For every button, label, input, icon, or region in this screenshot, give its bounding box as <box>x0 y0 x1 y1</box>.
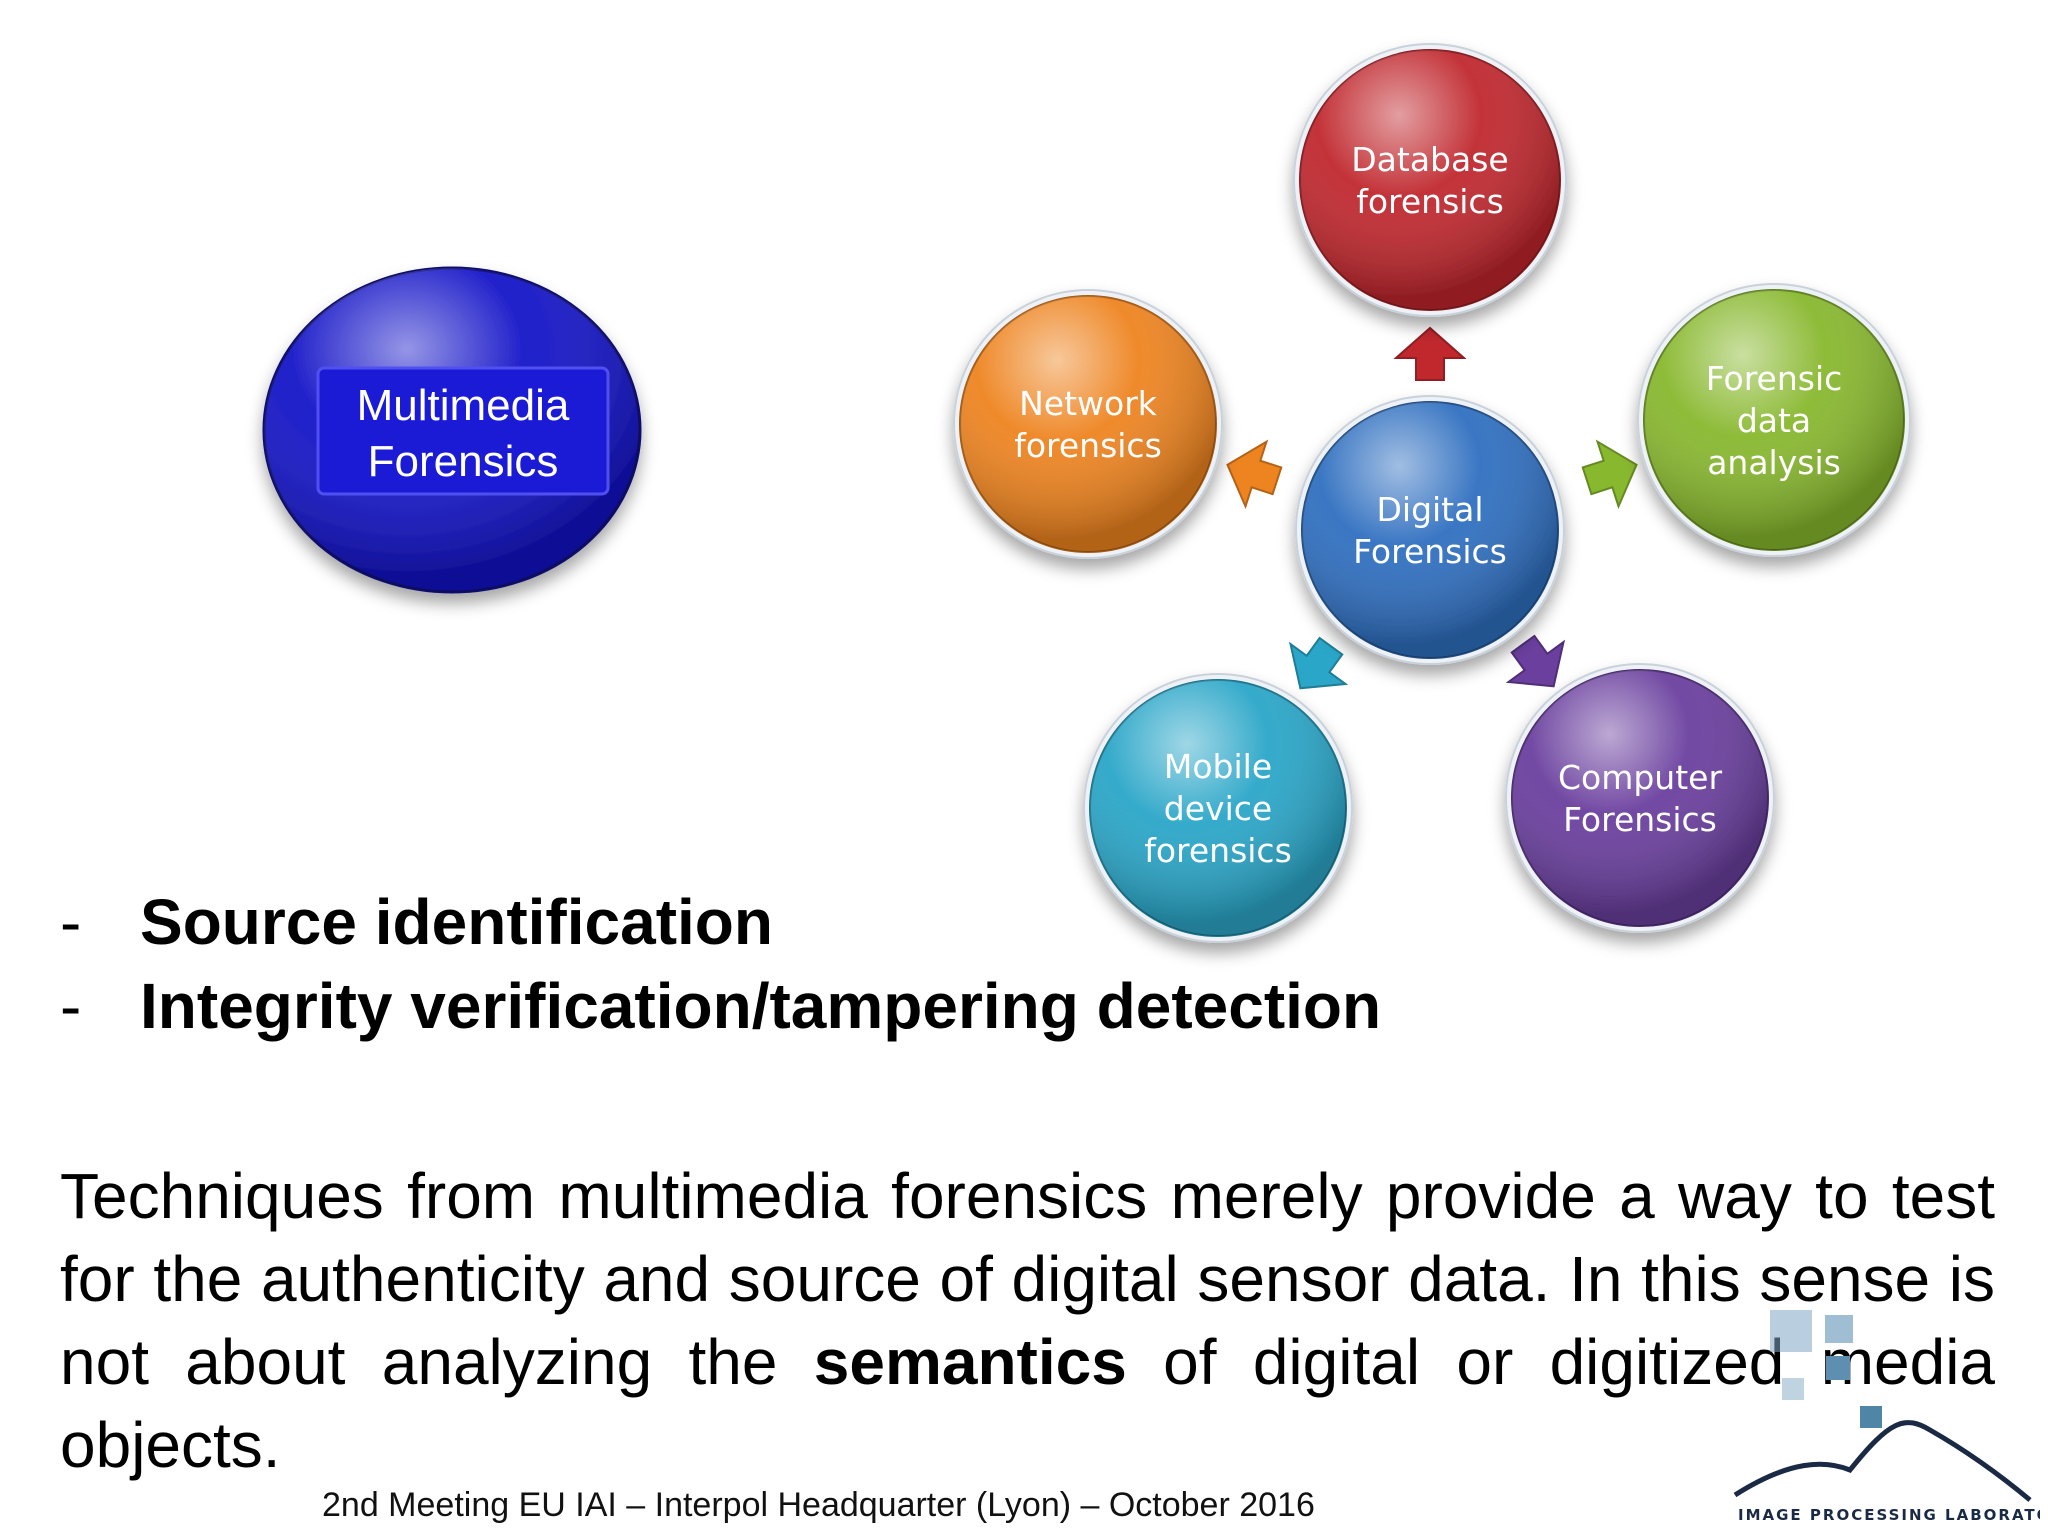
logo-text: IMAGE PROCESSING LABORATORY <box>1738 1506 2040 1524</box>
node-mobile-label: Mobile <box>1164 747 1272 786</box>
logo-square-5 <box>1860 1406 1882 1428</box>
footer-text: 2nd Meeting EU IAI – Interpol Headquarte… <box>322 1486 1315 1524</box>
node-digital-forensics-label: Forensics <box>1353 532 1507 571</box>
paragraph-text-after: of digital or digitized media objects. <box>60 1326 1995 1481</box>
logo-square-2 <box>1825 1315 1853 1343</box>
node-forensic-data-label: Forensic <box>1706 359 1843 398</box>
node-mobile-label: device <box>1164 789 1272 828</box>
node-digital-forensics-label: Digital <box>1376 490 1483 529</box>
node-mobile-gloss <box>1090 680 1346 936</box>
node-digital-forensics-gloss <box>1302 402 1558 658</box>
node-digital-forensics <box>1295 395 1565 665</box>
node-mobile <box>1083 673 1353 943</box>
node-network <box>953 289 1223 559</box>
node-computer-gloss <box>1512 670 1768 926</box>
logo-square-3 <box>1826 1356 1850 1380</box>
paragraph-text-before: Techniques from multimedia forensics mer… <box>60 1160 1995 1398</box>
node-computer-label: Computer <box>1558 758 1722 797</box>
bullet-text: Source identification <box>140 886 773 958</box>
arrows-group <box>1226 326 1638 690</box>
node-forensic-data-gloss <box>1644 290 1904 550</box>
arrow-to-network <box>1226 439 1283 510</box>
node-database-gloss <box>1300 50 1560 310</box>
node-computer-label: Forensics <box>1563 800 1717 839</box>
bullet-dash: - <box>60 970 82 1042</box>
node-mobile-label: forensics <box>1144 831 1292 870</box>
bullet-text: Integrity verification/tampering detecti… <box>140 970 1382 1042</box>
multimedia-label-line1: Multimedia <box>357 381 570 430</box>
arrow-to-mobile <box>1288 636 1349 690</box>
node-forensic-data-label: data <box>1737 401 1811 440</box>
node-database-label: Database <box>1351 140 1508 179</box>
node-forensic-data <box>1637 283 1911 557</box>
node-database <box>1293 43 1567 317</box>
node-network-label: Network <box>1019 384 1158 423</box>
node-forensic-data-label: analysis <box>1707 443 1841 482</box>
nodes-group: DatabaseforensicsForensicdataanalysisCom… <box>953 43 1911 943</box>
bullet-item: - Source identification <box>60 880 1381 964</box>
lab-logo: IMAGE PROCESSING LABORATORY <box>1733 1310 2040 1524</box>
paragraph-bold-semantics: semantics <box>813 1326 1127 1398</box>
arrow-to-forensic-data <box>1581 439 1638 510</box>
bullet-list: - Source identification - Integrity veri… <box>60 880 1381 1048</box>
node-network-gloss <box>960 296 1216 552</box>
multimedia-forensics-box <box>316 366 610 496</box>
bullet-item: - Integrity verification/tampering detec… <box>60 964 1381 1048</box>
arrow-to-computer <box>1505 634 1566 688</box>
node-computer <box>1505 663 1775 933</box>
logo-square-1 <box>1770 1310 1812 1352</box>
node-network-label: forensics <box>1014 426 1162 465</box>
arrow-to-database <box>1393 326 1467 381</box>
node-database-label: forensics <box>1356 182 1504 221</box>
bullet-dash: - <box>60 886 82 958</box>
logo-mountain <box>1733 1420 2032 1502</box>
description-paragraph: Techniques from multimedia forensics mer… <box>60 1155 1995 1487</box>
logo-square-4 <box>1782 1378 1804 1400</box>
multimedia-label-line2: Forensics <box>368 437 559 486</box>
